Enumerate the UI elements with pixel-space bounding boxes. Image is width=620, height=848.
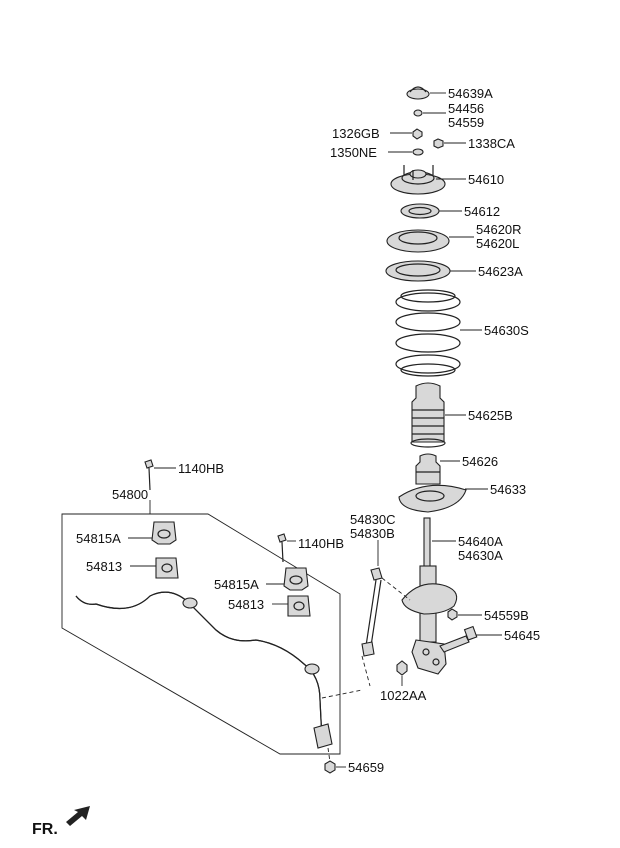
nut-1338CA-part: [433, 138, 466, 149]
label-54800: 54800: [112, 487, 148, 502]
label-54625B: 54625B: [468, 408, 513, 423]
nut-1326GB-part: [390, 128, 423, 140]
label-1326GB: 1326GB: [332, 126, 380, 141]
label-54559: 54559: [448, 115, 484, 130]
label-fr: FR.: [32, 821, 58, 838]
label-54659: 54659: [348, 760, 384, 775]
label-54623A: 54623A: [478, 264, 523, 279]
bolt-1140HB-a-part: [144, 459, 176, 491]
label-54815A-b: 54815A: [214, 577, 259, 592]
insulator-cap-part: [406, 86, 446, 100]
label-54813-b: 54813: [228, 597, 264, 612]
label-54830B: 54830B: [350, 526, 395, 541]
label-1350NE: 1350NE: [330, 145, 377, 160]
label-54640A: 54640A: [458, 534, 503, 549]
label-54630A: 54630A: [458, 548, 503, 563]
nut-54456-part: [413, 109, 446, 117]
label-1140HB-a: 1140HB: [178, 461, 224, 476]
washer-1350NE-part: [388, 148, 424, 156]
bolt-54645-part: [439, 625, 502, 653]
stabilizer-link-54830C-part: [361, 540, 411, 687]
label-54620L: 54620L: [476, 236, 519, 251]
label-54645: 54645: [504, 628, 540, 643]
spring-pad-54623A-part: [385, 260, 476, 282]
bump-stopper-54626-part: [415, 453, 460, 485]
bracket-54815A-b-part: [266, 567, 309, 591]
label-1022AA: 1022AA: [380, 688, 427, 703]
strut-assembly-54640A-part: [401, 517, 458, 675]
bracket-54815A-a-part: [128, 521, 177, 545]
label-54612: 54612: [464, 204, 500, 219]
bearing-54612-part: [400, 203, 462, 219]
label-54626: 54626: [462, 454, 498, 469]
strut-mount-54610-part: [390, 165, 466, 195]
label-54813-a: 54813: [86, 559, 122, 574]
label-1338CA: 1338CA: [468, 136, 515, 151]
label-54610: 54610: [468, 172, 504, 187]
label-54630S: 54630S: [484, 323, 529, 338]
label-54633: 54633: [490, 482, 526, 497]
stabilizer-bar-box: [61, 500, 341, 755]
nut-54659-part: [324, 760, 346, 774]
front-direction-arrow-icon: [66, 806, 90, 826]
bushing-54813-a-part: [130, 557, 179, 579]
dust-cover-54625B-part: [410, 382, 466, 448]
spring-seat-lower-54633-part: [398, 484, 488, 513]
stabilizer-bar-54800-part: [75, 591, 363, 763]
label-54620R: 54620R: [476, 222, 522, 237]
spring-seat-upper-part: [386, 229, 474, 253]
label-54830C: 54830C: [350, 512, 396, 527]
nut-1022AA-part: [396, 660, 408, 686]
label-54639A: 54639A: [448, 86, 493, 101]
nut-54559B-part: [447, 608, 482, 621]
label-1140HB-b: 1140HB: [298, 536, 344, 551]
bushing-54813-b-part: [272, 595, 311, 617]
label-54815A-a: 54815A: [76, 531, 121, 546]
label-54456: 54456: [448, 101, 484, 116]
bolt-1140HB-b-part: [277, 533, 296, 563]
label-54559B: 54559B: [484, 608, 529, 623]
coil-spring-54630S-part: [395, 289, 482, 377]
